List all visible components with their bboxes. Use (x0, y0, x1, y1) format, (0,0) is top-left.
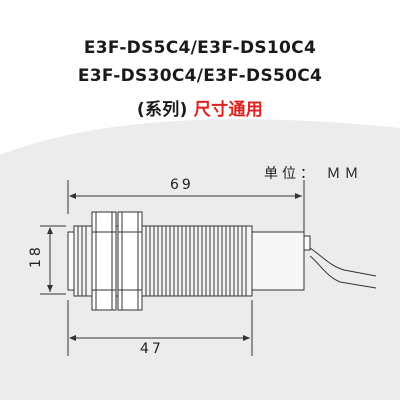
series-label: (系列) (136, 100, 188, 120)
dimension-diameter: 18 (28, 225, 66, 295)
diameter-value: 18 (28, 244, 44, 268)
unit-label: 单位： ＭＭ (264, 166, 363, 182)
hex-nut-rear (117, 211, 143, 311)
common-size-label: 尺寸通用 (193, 100, 264, 120)
hex-nut-front (91, 211, 117, 311)
thread-lines (77, 226, 247, 296)
sensor-body (67, 211, 377, 311)
title-line3: (系列) 尺寸通用 (0, 95, 400, 120)
dimension-body-length: 47 (67, 300, 253, 357)
total-length-value: 69 (170, 177, 194, 193)
sensor-cable (309, 247, 377, 289)
body-length-value: 47 (140, 341, 164, 357)
model-title-line2: E3F-DS30C4/E3F-DS50C4 (77, 66, 323, 86)
model-title-line1: E3F-DS5C4/E3F-DS10C4 (83, 38, 317, 58)
